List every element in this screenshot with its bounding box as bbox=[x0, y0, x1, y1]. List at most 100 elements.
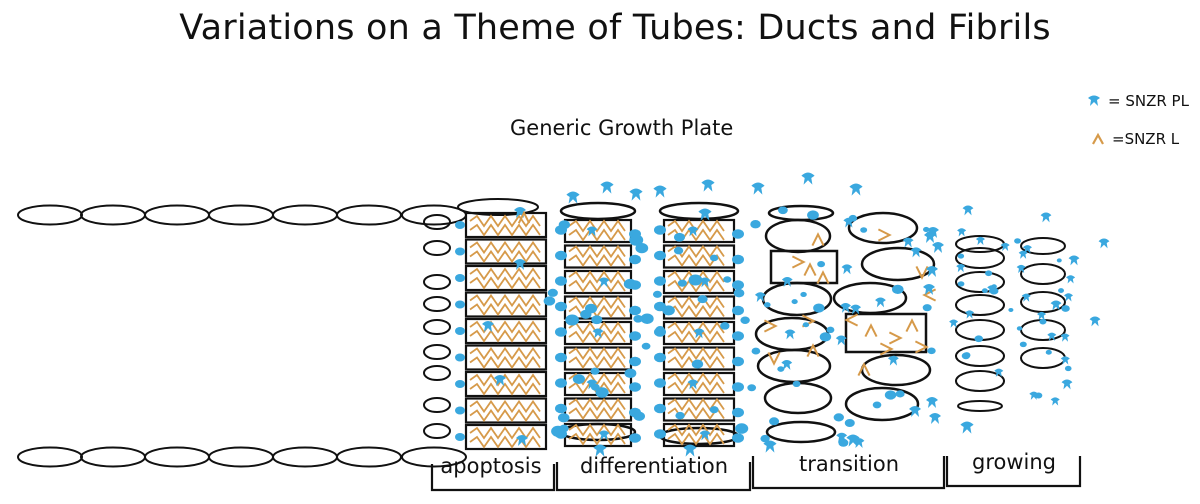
cell-box bbox=[464, 264, 548, 292]
snzr-pl-dot bbox=[747, 384, 757, 392]
snzr-pl-marker bbox=[887, 355, 899, 366]
snzr-pl-marker bbox=[781, 276, 793, 287]
cell-ellipse bbox=[955, 247, 1005, 269]
snzr-l-chain bbox=[568, 397, 626, 412]
snzr-pl-marker bbox=[929, 413, 941, 424]
snzr-pl-dot bbox=[819, 332, 832, 342]
snzr-pl-dot bbox=[455, 353, 465, 362]
snzr-pl-dot bbox=[733, 288, 745, 298]
cell-ellipse bbox=[423, 274, 451, 290]
snzr-pl-marker bbox=[1047, 332, 1057, 341]
snzr-pl-marker bbox=[1060, 356, 1070, 365]
snzr-l-chain bbox=[667, 432, 725, 446]
snzr-pl-marker bbox=[910, 247, 922, 258]
snzr-l-chain bbox=[667, 279, 725, 293]
snzr-pl-marker bbox=[1018, 250, 1028, 259]
snzr-pl-dot bbox=[654, 403, 666, 414]
cell-ellipse bbox=[423, 397, 451, 413]
snzr-pl-dot bbox=[557, 413, 570, 423]
snzr-l-chain bbox=[667, 330, 725, 344]
snzr-pl-dot bbox=[591, 315, 603, 325]
cell-ellipse bbox=[955, 294, 1005, 316]
cell-ellipse bbox=[272, 204, 338, 226]
snzr-pl-marker bbox=[875, 297, 886, 308]
snzr-pl-dot bbox=[584, 303, 598, 314]
snzr-l-chain bbox=[667, 381, 725, 395]
snzr-pl-dot bbox=[792, 380, 801, 388]
marker-layer bbox=[455, 172, 1110, 457]
snzr-pl-dot bbox=[547, 288, 558, 297]
snzr-pl-dot bbox=[624, 368, 637, 378]
snzr-pl-dot bbox=[655, 326, 665, 334]
snzr-pl-dot bbox=[654, 250, 666, 261]
snzr-pl-dot bbox=[735, 423, 749, 434]
snzr-pl-dot bbox=[629, 382, 641, 392]
cell-box bbox=[464, 423, 548, 451]
snzr-pl-marker bbox=[962, 205, 974, 216]
snzr-pl-dot bbox=[760, 434, 770, 443]
snzr-pl-marker bbox=[956, 264, 966, 273]
snzr-pl-dot bbox=[558, 220, 570, 230]
cell-box bbox=[464, 397, 548, 424]
snzr-l-chain bbox=[568, 270, 626, 284]
snzr-pl-dot bbox=[833, 413, 844, 422]
snzr-pl-marker bbox=[975, 236, 985, 246]
snzr-pl-marker bbox=[994, 368, 1004, 377]
snzr-pl-dot bbox=[1019, 341, 1027, 348]
snzr-pl-dot bbox=[590, 367, 600, 375]
cell-ellipse bbox=[423, 319, 451, 335]
snzr-pl-marker bbox=[699, 430, 711, 441]
cell-ellipse bbox=[423, 423, 451, 439]
cell-ellipse bbox=[144, 204, 210, 226]
snzr-pl-dot bbox=[860, 227, 868, 233]
snzr-pl-dot bbox=[751, 347, 761, 355]
snzr-pl-marker bbox=[932, 242, 944, 253]
snzr-l-marker bbox=[857, 362, 871, 377]
cell-ellipse bbox=[844, 386, 920, 422]
cell-ellipse bbox=[1020, 347, 1066, 369]
snzr-pl-marker bbox=[687, 226, 699, 237]
snzr-l-chain bbox=[667, 321, 725, 335]
snzr-l-marker bbox=[864, 323, 878, 338]
stage-bracket bbox=[555, 462, 752, 492]
snzr-l-marker bbox=[844, 313, 859, 327]
snzr-pl-dot bbox=[791, 299, 798, 305]
snzr-pl-dot bbox=[640, 313, 654, 324]
snzr-l-glyph-icon bbox=[1092, 132, 1104, 145]
snzr-pl-marker bbox=[957, 228, 967, 237]
snzr-pl-marker bbox=[841, 264, 853, 275]
snzr-pl-dot bbox=[963, 352, 971, 359]
snzr-pl-marker bbox=[1050, 397, 1060, 406]
snzr-pl-dot bbox=[838, 438, 849, 447]
snzr-l-chain bbox=[469, 320, 541, 334]
diagram-title: Variations on a Theme of Tubes: Ducts an… bbox=[179, 8, 1051, 48]
snzr-pl-marker bbox=[902, 237, 914, 248]
snzr-pl-dot bbox=[629, 254, 641, 265]
snzr-pl-marker bbox=[781, 360, 793, 370]
cell-ellipse bbox=[763, 381, 833, 415]
snzr-pl-dot bbox=[1064, 365, 1072, 372]
cell-box bbox=[464, 211, 548, 239]
snzr-pl-dot bbox=[732, 356, 744, 367]
snzr-pl-marker bbox=[482, 321, 494, 332]
snzr-pl-dot bbox=[872, 401, 882, 409]
snzr-l-chain bbox=[469, 399, 541, 414]
snzr-l-chain bbox=[469, 240, 541, 255]
legend-label-snzr-pl: = SNZR PL bbox=[1108, 92, 1189, 110]
snzr-pl-dot bbox=[709, 406, 719, 414]
snzr-pl-dot bbox=[654, 429, 666, 439]
snzr-pl-dot bbox=[677, 279, 687, 287]
snzr-pl-dot bbox=[629, 305, 641, 316]
snzr-l-chain bbox=[469, 435, 541, 449]
snzr-pl-dot bbox=[455, 380, 465, 388]
snzr-pl-dot bbox=[455, 406, 465, 415]
snzr-pl-dot bbox=[1039, 318, 1047, 325]
snzr-pl-dot bbox=[1016, 326, 1023, 331]
cell-ellipse bbox=[1020, 237, 1066, 255]
cell-box bbox=[464, 370, 548, 398]
snzr-pl-dot bbox=[927, 347, 936, 355]
snzr-l-chain bbox=[568, 423, 626, 437]
snzr-pl-marker bbox=[751, 182, 765, 195]
snzr-pl-marker bbox=[1061, 379, 1073, 390]
cell-box bbox=[769, 249, 839, 285]
